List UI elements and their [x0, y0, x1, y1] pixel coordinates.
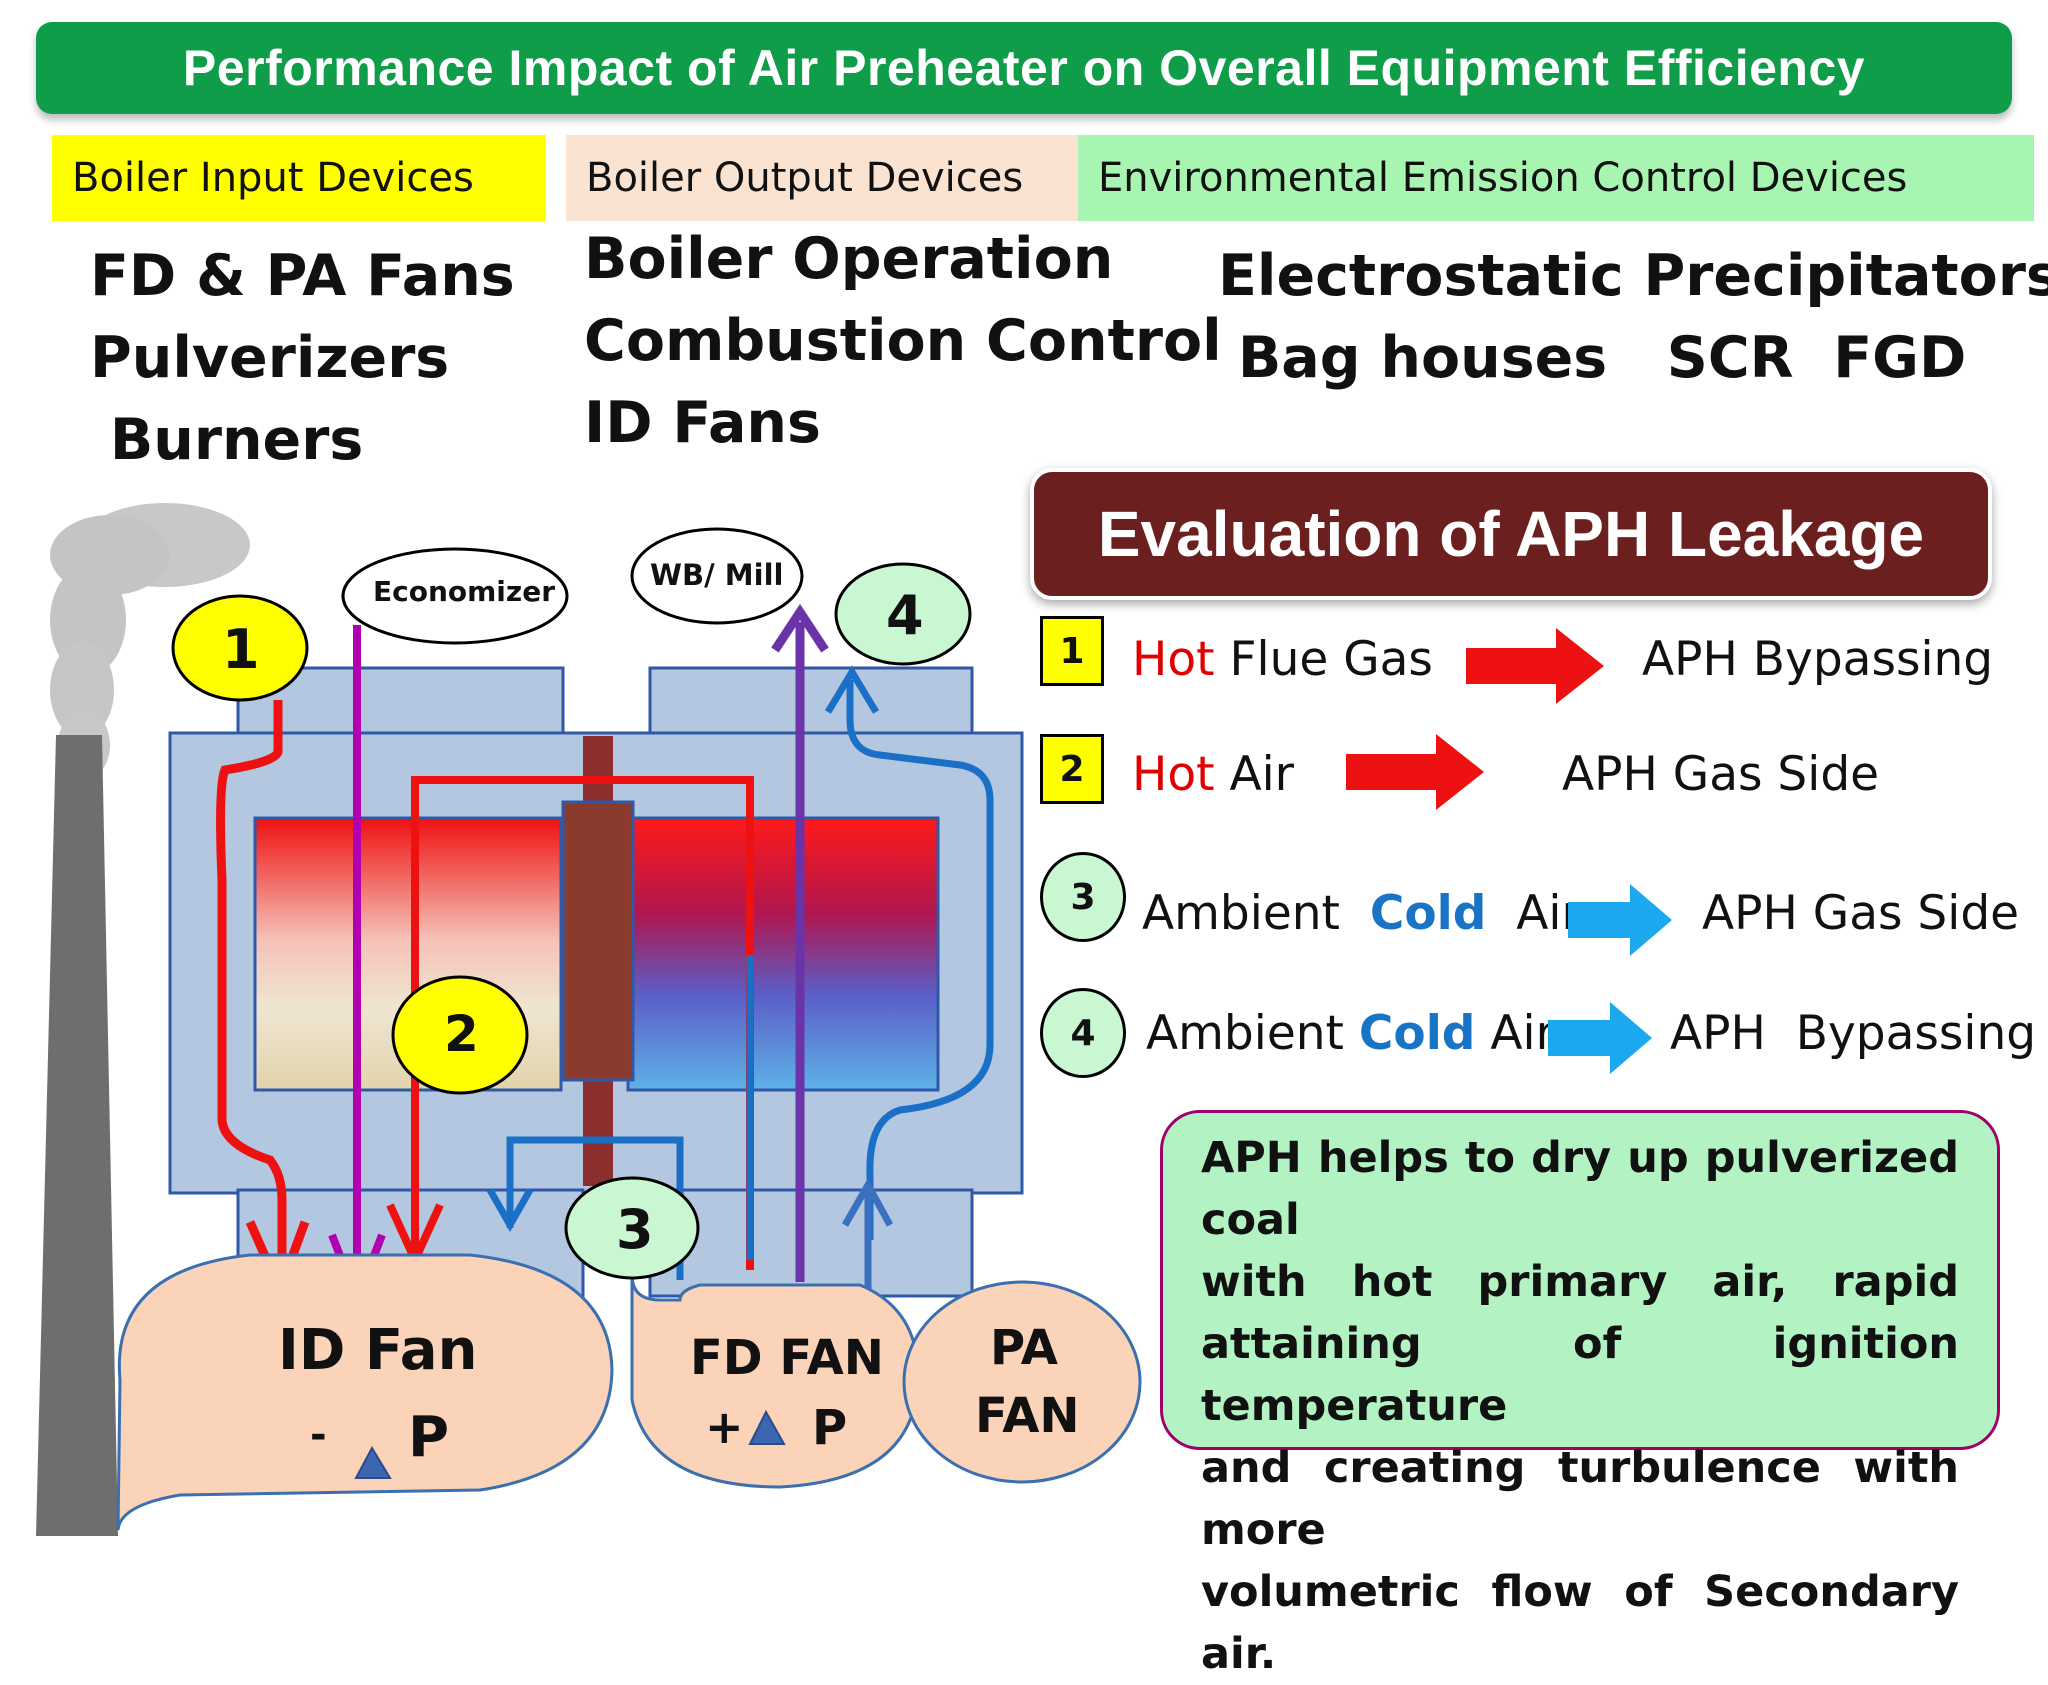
leakage-2-badge: 2	[1040, 734, 1104, 804]
pa-fan	[902, 1280, 1142, 1484]
right-arrow-blue-icon	[1568, 884, 1672, 956]
marker-2-circle	[391, 975, 529, 1095]
economizer-label: Economizer	[373, 575, 555, 608]
smoke-cloud	[50, 503, 250, 780]
rotor-center-seal	[561, 800, 635, 1082]
aph-diagram	[36, 503, 1142, 1536]
marker-4-circle	[834, 562, 972, 666]
category-input-header: Boiler Input Devices	[52, 135, 546, 221]
category-output-header: Boiler Output Devices	[566, 135, 1078, 221]
leakage-3-text: Ambient Cold Air	[1142, 886, 1581, 941]
leakage-4-target: APH Bypassing	[1670, 1006, 2037, 1061]
category-environment-header: Environmental Emission Control Devices	[1078, 135, 2034, 221]
leakage-1-source: Flue Gas	[1214, 632, 1433, 687]
marker-3: 3	[616, 1198, 654, 1261]
mill-oval	[630, 527, 804, 625]
output-device-item: Combustion Control	[584, 308, 1222, 374]
leakage-1-target: APH Bypassing	[1642, 632, 1994, 687]
fd-fan-pressure: P	[812, 1400, 848, 1456]
leakage-1-text: Hot Flue Gas	[1132, 632, 1433, 687]
marker-1: 1	[222, 618, 260, 681]
hot-word: Hot	[1132, 747, 1215, 802]
marker-2: 2	[444, 1005, 479, 1063]
leakage-1-badge: 1	[1040, 616, 1104, 686]
marker-1-circle	[171, 594, 309, 702]
marker-4: 4	[886, 584, 924, 647]
cold-word: Cold	[1358, 1006, 1476, 1061]
id-fan-pressure: P	[408, 1405, 450, 1470]
input-device-item: FD & PA Fans	[90, 243, 515, 309]
note-line: and creating turbulence with more	[1201, 1443, 1959, 1555]
id-fan-sign: -	[310, 1412, 327, 1458]
leakage-2-target: APH Gas Side	[1562, 747, 1880, 802]
note-line: with hot primary air, rapid	[1201, 1257, 1959, 1307]
fd-fan-delta-icon	[748, 1409, 786, 1445]
id-fan-delta-icon	[354, 1445, 392, 1479]
pa-fan-label-line2: FAN	[975, 1388, 1080, 1444]
leakage-4-pre: Ambient	[1146, 1006, 1359, 1061]
fd-fan-label: FD FAN	[690, 1330, 884, 1386]
note-text: APH helps to dry up pulverized coal with…	[1201, 1127, 1959, 1685]
output-device-item: ID Fans	[584, 390, 821, 456]
marker-3-circle	[564, 1176, 700, 1280]
leakage-4-text: Ambient Cold Air	[1146, 1006, 1555, 1061]
title-banner: Performance Impact of Air Preheater on O…	[36, 22, 2012, 114]
mill-label: WB/ Mill	[650, 558, 784, 592]
leakage-4-badge: 4	[1040, 988, 1126, 1078]
cold-word: Cold	[1369, 886, 1487, 941]
output-device-item: Boiler Operation	[584, 226, 1114, 292]
id-fan-label: ID Fan	[278, 1318, 478, 1383]
environment-devices-list: Electrostatic Precipitators Bag houses S…	[1218, 235, 2048, 399]
leakage-2-text: Hot Air	[1132, 747, 1294, 802]
environment-device-item: Bag houses SCR FGD	[1218, 325, 1967, 391]
leakage-3-badge: 3	[1040, 852, 1126, 942]
aph-benefit-note: APH helps to dry up pulverized coal with…	[1160, 1110, 2000, 1679]
aph-leakage-title: Evaluation of APH Leakage	[1097, 498, 1925, 570]
note-line: APH helps to dry up pulverized coal	[1201, 1133, 1959, 1245]
environment-device-item: Electrostatic Precipitators	[1218, 243, 2048, 309]
note-line: attaining of ignition temperature	[1201, 1319, 1959, 1431]
right-arrow-red-icon	[1466, 628, 1604, 704]
output-devices-list: Boiler Operation Combustion Control ID F…	[584, 218, 1222, 464]
economizer-oval	[341, 547, 569, 645]
input-devices-list: FD & PA Fans Pulverizers Burners	[90, 235, 515, 481]
input-device-item: Burners	[90, 407, 364, 473]
page-title: Performance Impact of Air Preheater on O…	[182, 40, 1866, 96]
input-device-item: Pulverizers	[90, 325, 450, 391]
hot-word: Hot	[1132, 632, 1215, 687]
fd-fan-sign: +	[705, 1400, 744, 1454]
leakage-4-post: Air	[1475, 1006, 1555, 1061]
pa-fan-label-line1: PA	[990, 1320, 1058, 1376]
leakage-3-target: APH Gas Side	[1702, 886, 2020, 941]
right-arrow-blue-icon	[1548, 1002, 1652, 1074]
right-arrow-red-icon	[1346, 734, 1484, 810]
leakage-3-pre: Ambient	[1142, 886, 1370, 941]
leakage-3-post: Air	[1486, 886, 1581, 941]
id-fan	[116, 1253, 614, 1531]
aph-rotor-air-side	[626, 816, 940, 1092]
aph-leakage-header: Evaluation of APH Leakage	[1030, 468, 1992, 600]
chimney	[36, 735, 118, 1536]
leakage-2-source: Air	[1214, 747, 1295, 802]
note-line: volumetric flow of Secondary air.	[1201, 1567, 1959, 1679]
